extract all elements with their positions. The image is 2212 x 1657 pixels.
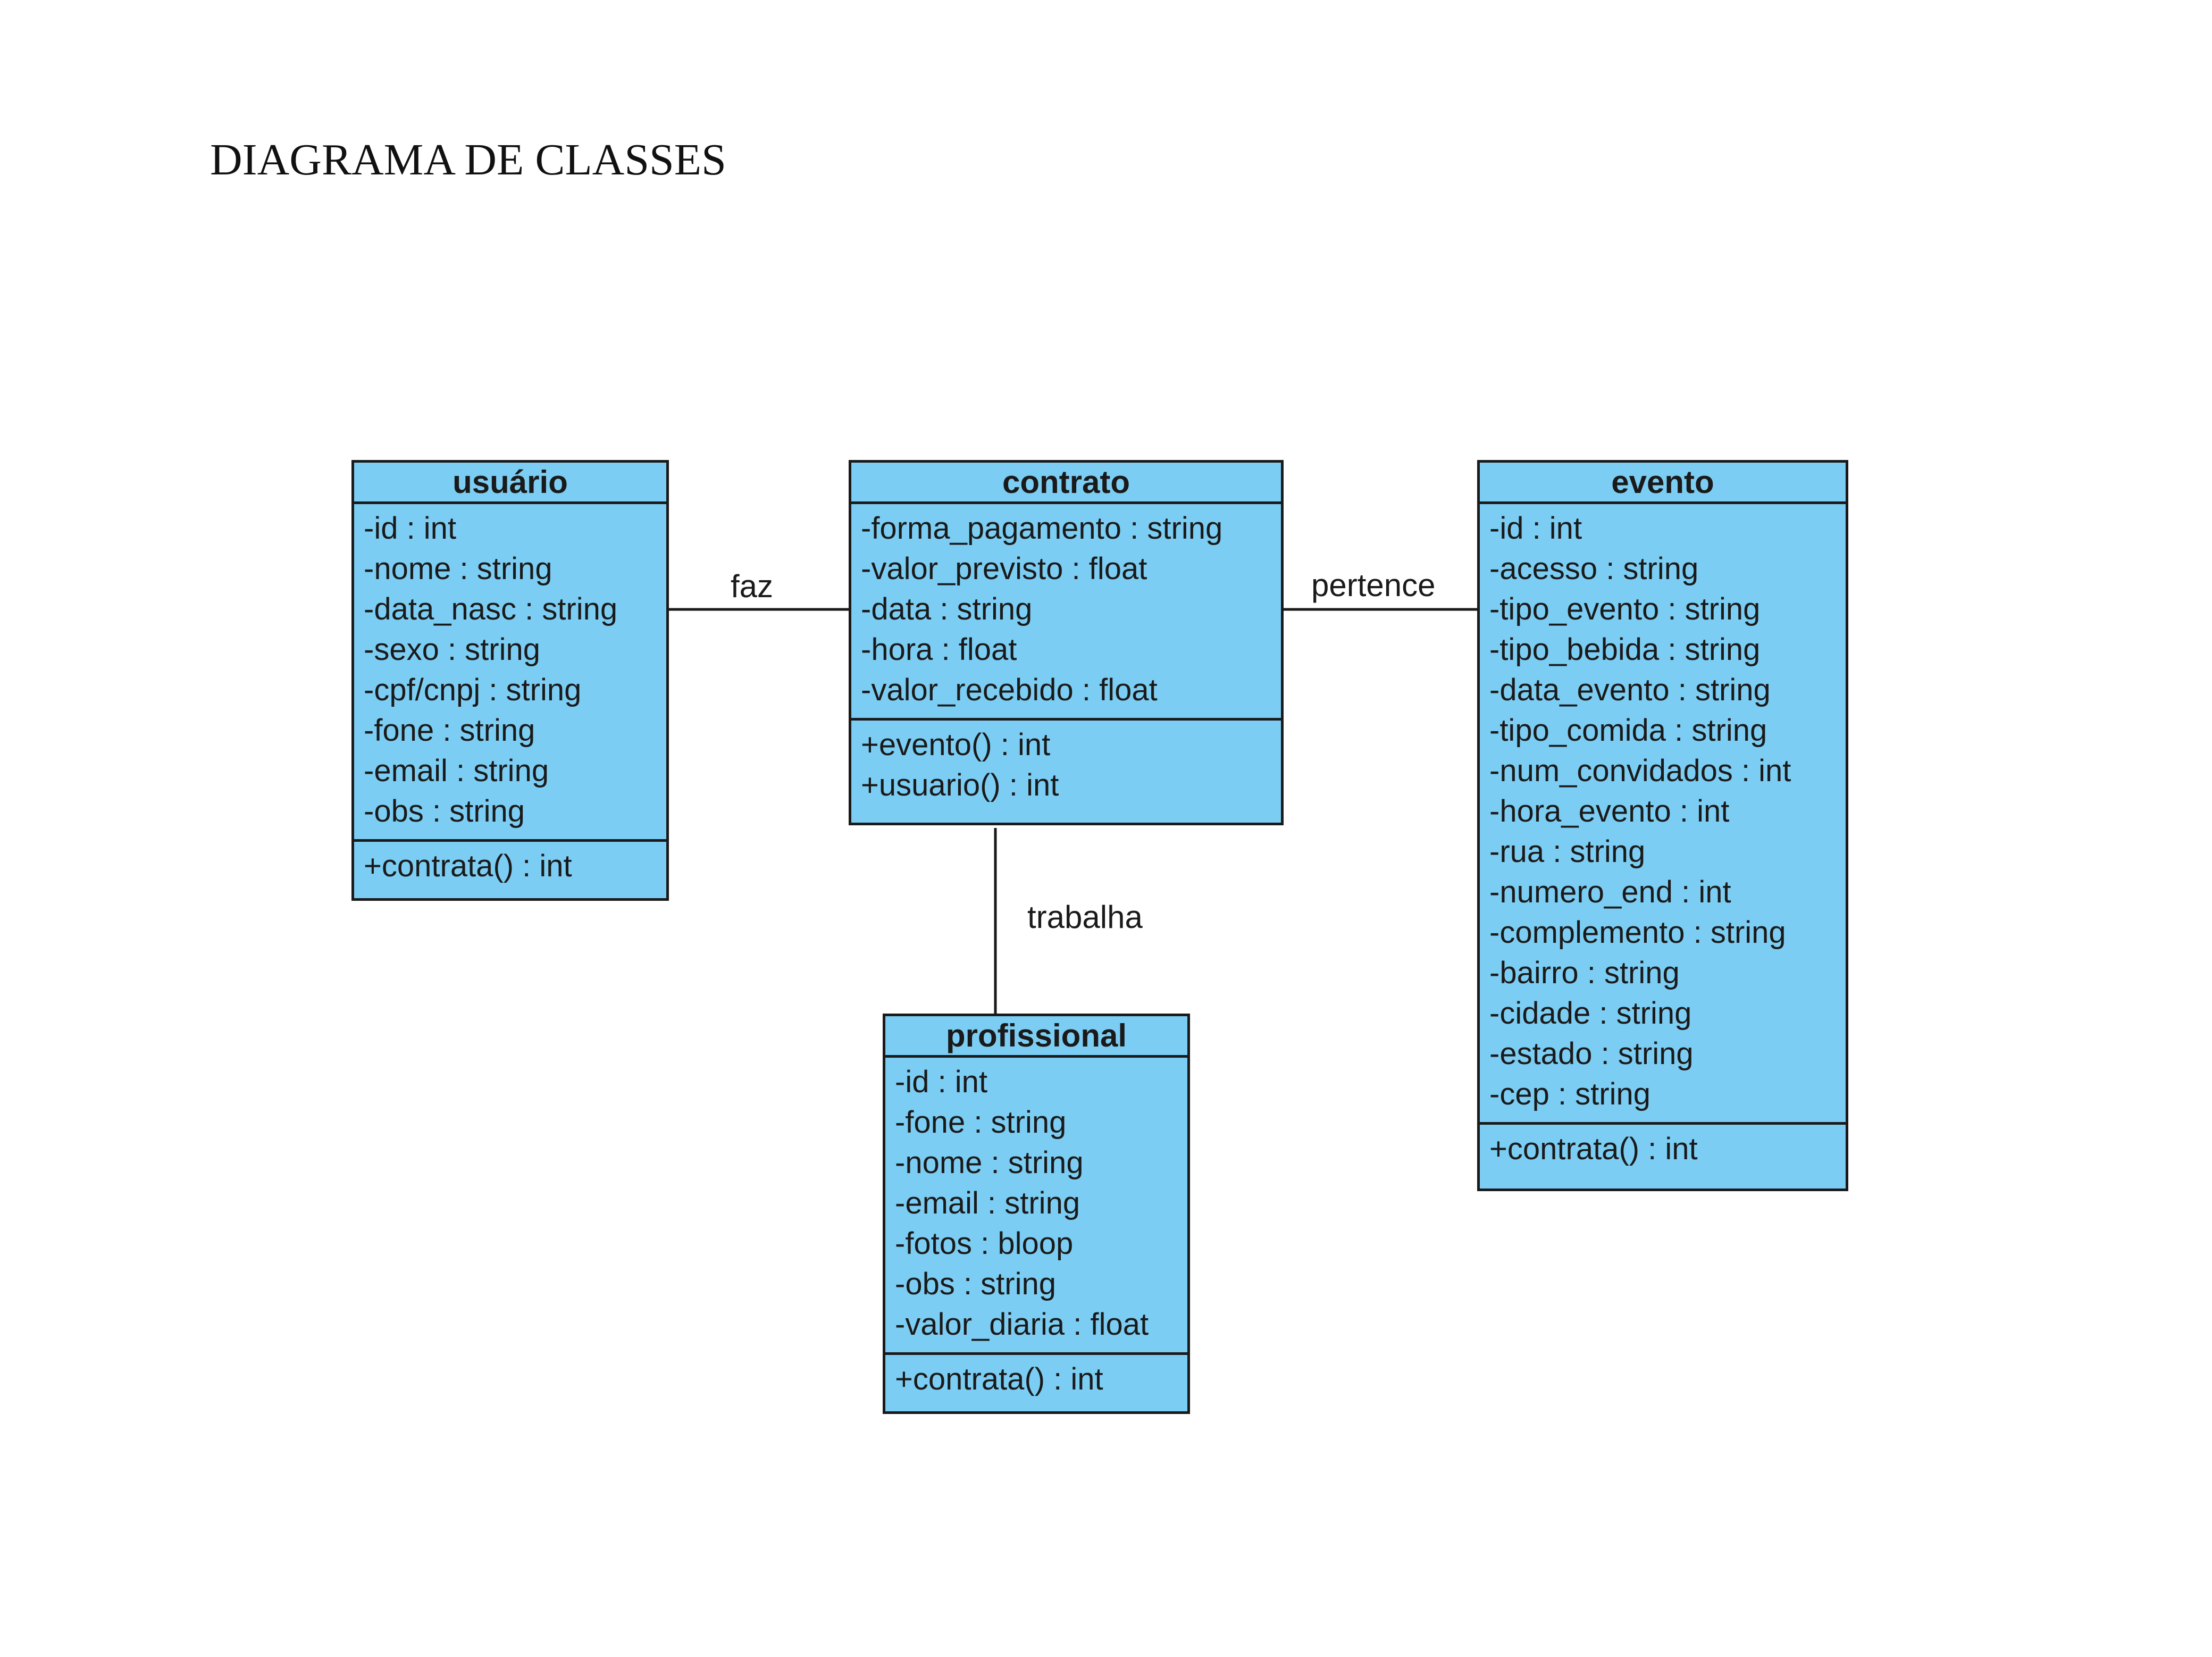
attribute: -acesso : string (1489, 551, 1699, 586)
attribute: -email : string (895, 1186, 1080, 1220)
class-profissional: profissional -id : int -fone : string -n… (883, 1014, 1190, 1414)
attribute: -complemento : string (1489, 915, 1786, 950)
attribute: -fone : string (895, 1105, 1067, 1140)
attribute: -cep : string (1489, 1077, 1650, 1111)
class-usuario: usuário -id : int -nome : string -data_n… (351, 460, 669, 901)
operations-compartment: +contrata() : int (1480, 1125, 1846, 1169)
association-label-trabalha: trabalha (1027, 899, 1143, 935)
attributes-compartment: -id : int -fone : string -nome : string … (885, 1058, 1187, 1355)
operation: +contrata() : int (1489, 1132, 1698, 1166)
attribute: -id : int (364, 511, 457, 546)
attribute: -tipo_evento : string (1489, 592, 1761, 626)
operation: +contrata() : int (364, 849, 572, 883)
class-name: profissional (885, 1016, 1187, 1058)
attribute: -tipo_comida : string (1489, 713, 1767, 748)
attribute: -id : int (1489, 511, 1582, 546)
attribute: -hora : float (861, 632, 1017, 667)
attribute: -numero_end : int (1489, 875, 1731, 909)
attribute: -tipo_bebida : string (1489, 632, 1761, 667)
operations-compartment: +evento() : int +usuario() : int (851, 721, 1281, 806)
attribute: -nome : string (364, 551, 552, 586)
association-label-faz: faz (731, 568, 774, 604)
class-evento: evento -id : int -acesso : string -tipo_… (1477, 460, 1848, 1191)
attribute: -id : int (895, 1065, 988, 1099)
attributes-compartment: -id : int -acesso : string -tipo_evento … (1480, 504, 1846, 1125)
attribute: -valor_previsto : float (861, 551, 1147, 586)
attribute: -obs : string (364, 794, 525, 828)
attribute: -cpf/cnpj : string (364, 673, 582, 707)
attribute: -data_evento : string (1489, 673, 1771, 707)
operation: +evento() : int (861, 727, 1051, 762)
attribute: -data : string (861, 592, 1033, 626)
attribute: -fone : string (364, 713, 535, 748)
class-name: evento (1480, 463, 1846, 504)
attributes-compartment: -id : int -nome : string -data_nasc : st… (354, 504, 666, 842)
attribute: -sexo : string (364, 632, 540, 667)
attribute: -rua : string (1489, 834, 1646, 869)
attribute: -bairro : string (1489, 956, 1680, 990)
operation: +usuario() : int (861, 768, 1059, 802)
attribute: -cidade : string (1489, 996, 1692, 1031)
page-title: DIAGRAMA DE CLASSES (210, 135, 726, 185)
attribute: -email : string (364, 754, 549, 788)
class-contrato: contrato -forma_pagamento : string -valo… (849, 460, 1284, 825)
association-label-pertence: pertence (1311, 567, 1436, 603)
attributes-compartment: -forma_pagamento : string -valor_previst… (851, 504, 1281, 721)
attribute: -fotos : bloop (895, 1226, 1074, 1261)
operations-compartment: +contrata() : int (885, 1355, 1187, 1400)
operation: +contrata() : int (895, 1362, 1103, 1396)
attribute: -valor_diaria : float (895, 1307, 1149, 1342)
attribute: -hora_evento : int (1489, 794, 1730, 828)
attribute: -num_convidados : int (1489, 754, 1791, 788)
class-name: usuário (354, 463, 666, 504)
attribute: -forma_pagamento : string (861, 511, 1223, 546)
class-name: contrato (851, 463, 1281, 504)
attribute: -nome : string (895, 1145, 1084, 1180)
attribute: -estado : string (1489, 1036, 1694, 1071)
attribute: -valor_recebido : float (861, 673, 1158, 707)
attribute: -data_nasc : string (364, 592, 618, 626)
operations-compartment: +contrata() : int (354, 842, 666, 886)
attribute: -obs : string (895, 1267, 1056, 1301)
